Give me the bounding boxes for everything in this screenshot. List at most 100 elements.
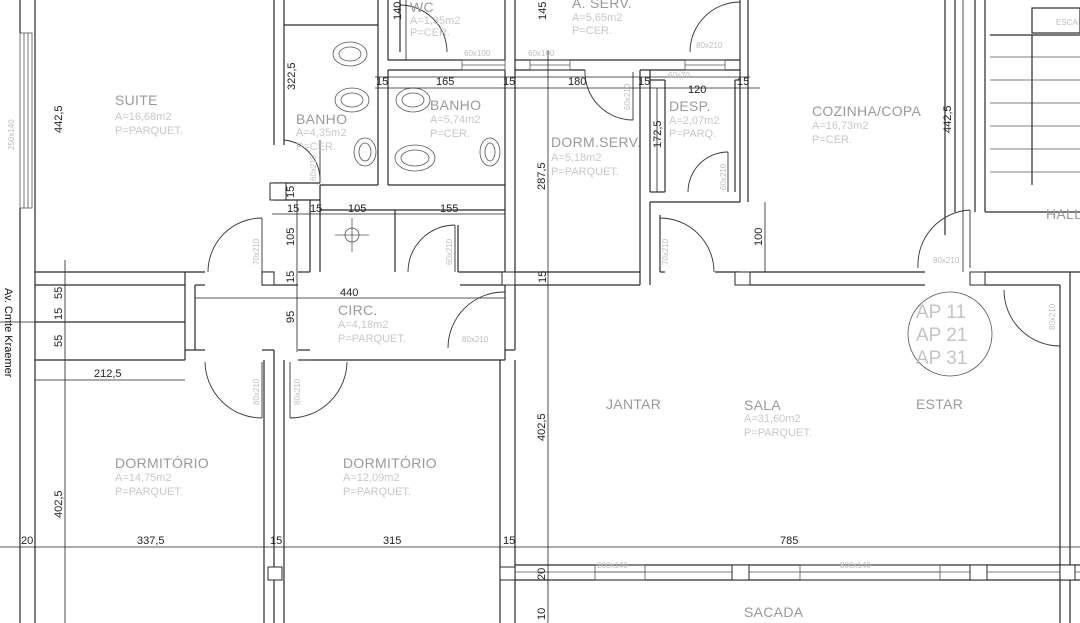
dim-label: 145 (537, 2, 549, 20)
dim-label: 15 (503, 76, 515, 88)
room-cozinha-area: A=16,73m2 (812, 120, 869, 132)
dim-label: 15 (737, 76, 749, 88)
dimension-labels: 140 145 322,5 15 165 15 180 15 120 15 44… (21, 2, 954, 620)
dim-label: 315 (383, 535, 401, 547)
dim-label: 322,5 (286, 62, 298, 90)
apartment-tag-3: AP 31 (916, 348, 967, 369)
room-wc-area: A=1,35m2 (410, 15, 460, 27)
room-sala-floor: P=PARQUET. (744, 427, 812, 439)
opening-label: 60x100 (528, 49, 555, 58)
dim-label: 15 (537, 271, 549, 283)
dim-label: 15 (376, 76, 388, 88)
dim-label: 172,5 (652, 120, 664, 148)
dim-label: 442,5 (942, 105, 954, 133)
room-dormserv-area: A=5,18m2 (551, 152, 601, 164)
room-cozinha-name: COZINHA/COPA (812, 103, 921, 119)
room-aserv-floor: P=CER. (572, 25, 612, 37)
room-circ-floor: P=PARQUET. (338, 333, 406, 345)
room-sala-area: A=31,60m2 (744, 413, 801, 425)
room-dormserv-floor: P=PARQUET. (551, 166, 619, 178)
dim-label: 15 (285, 271, 297, 283)
dim-label: 100 (753, 228, 765, 246)
dim-label: 55 (53, 287, 65, 299)
room-dormitorio1-name: DORMITÓRIO (115, 455, 209, 471)
opening-label: 60x210 (719, 163, 728, 190)
apartment-tag-2: AP 21 (916, 325, 967, 346)
room-banho2-floor: P=CER. (430, 128, 470, 140)
dim-label: 15 (285, 186, 297, 198)
opening-label: 200x140 (597, 561, 628, 570)
dim-label: 337,5 (137, 535, 165, 547)
dim-label: 402,5 (536, 413, 548, 441)
room-suite-area: A=16,68m2 (115, 111, 172, 123)
apartment-tag-1: AP 11 (916, 302, 966, 323)
room-desp-area: A=2,07m2 (669, 115, 719, 127)
room-banho2-name: BANHO (430, 97, 481, 113)
room-hall-name: HALL (1046, 206, 1080, 222)
opening-label: 80x210 (462, 335, 489, 344)
room-dormitorio2-area: A=12,09m2 (343, 472, 400, 484)
dim-label: 287,5 (536, 162, 548, 190)
room-circ-area: A=4,18m2 (338, 319, 388, 331)
columns (261, 182, 1076, 581)
dim-label: 105 (348, 203, 366, 215)
opening-labels: 250x140 60x100 60x100 80x210 60x70 60x21… (7, 41, 1057, 570)
opening-label: 60x210 (623, 83, 632, 110)
room-banho1-name: BANHO (296, 111, 347, 127)
room-cozinha-floor: P=CER. (812, 134, 852, 146)
room-estar-name: ESTAR (916, 396, 963, 412)
room-circ-name: CIRC. (338, 302, 378, 318)
room-desp-floor: P=PARQ. (669, 128, 716, 140)
room-dormitorio2-name: DORMITÓRIO (343, 455, 437, 471)
room-wc-floor: P=CER. (410, 27, 450, 39)
room-dormitorio1-area: A=14,75m2 (115, 472, 172, 484)
dim-label: 440 (340, 287, 358, 299)
room-banho1-floor: P=CER. (296, 141, 336, 153)
dim-label: 120 (688, 84, 706, 96)
room-escada-name: ESCA (1056, 18, 1078, 27)
dim-label: 95 (285, 311, 297, 323)
dim-label: 140 (392, 2, 404, 20)
dim-label: 402,5 (53, 490, 65, 518)
room-suite-name: SUITE (115, 92, 158, 108)
windows (461, 59, 941, 581)
dim-label: 155 (440, 203, 458, 215)
dim-label: 785 (780, 535, 798, 547)
dim-label: 20 (21, 535, 33, 547)
dim-label: 10 (536, 608, 548, 620)
room-aserv-area: A=5,65m2 (572, 12, 622, 24)
room-dormserv-name: DORM.SERV. (551, 134, 641, 150)
room-aserv-name: A. SERV. (572, 0, 632, 11)
opening-label: 70x210 (661, 238, 670, 265)
room-banho2-area: A=5,74m2 (430, 114, 480, 126)
room-sala-name: SALA (744, 397, 781, 413)
doors (204, 1, 1061, 419)
dim-label: 20 (536, 568, 548, 580)
room-dormitorio1-floor: P=PARQUET. (115, 486, 183, 498)
opening-label: 60x70 (668, 71, 690, 80)
opening-label: 80x210 (696, 41, 723, 50)
opening-label: 250x140 (7, 119, 16, 150)
street-label: Av. Cmte Kraemer (2, 288, 14, 378)
room-jantar-name: JANTAR (606, 396, 661, 412)
dim-label: 15 (270, 535, 282, 547)
dim-label: 105 (285, 228, 297, 246)
opening-label: 70x210 (252, 238, 261, 265)
room-wc-name: WC (410, 0, 434, 15)
stairs (990, 7, 1080, 185)
room-banho1-area: A=4,35m2 (296, 127, 346, 139)
opening-label: 60x210 (445, 238, 454, 265)
room-dormitorio2-floor: P=PARQUET. (343, 486, 411, 498)
room-sacada-name: SACADA (744, 604, 804, 620)
dim-label: 15 (310, 203, 322, 215)
opening-label: 60x100 (464, 49, 491, 58)
opening-label: 80x210 (293, 378, 302, 405)
dim-label: 15 (503, 535, 515, 547)
opening-label: 80x210 (1048, 303, 1057, 330)
dim-label: 15 (53, 308, 65, 320)
dim-label: 442,5 (53, 105, 65, 133)
room-suite-floor: P=PARQUET. (115, 125, 183, 137)
dim-label: 15 (287, 203, 299, 215)
